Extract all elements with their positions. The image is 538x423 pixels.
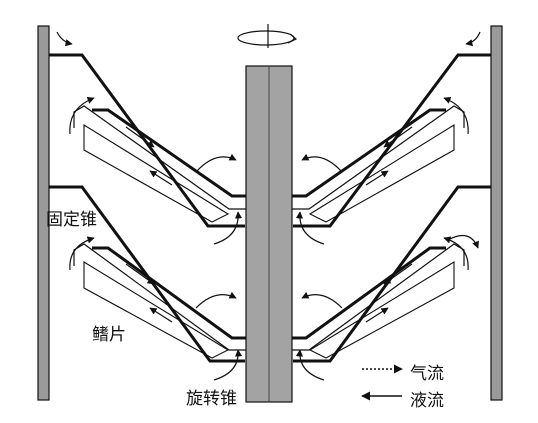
fin-upper-left <box>83 124 230 223</box>
label-fixed-cone: 固定锥 <box>46 210 97 230</box>
gas-flow-arrows <box>56 31 481 381</box>
rotation-arrow-icon <box>287 33 298 44</box>
legend-gas-label: 气流 <box>410 364 444 384</box>
fin-upper-right <box>308 124 455 223</box>
rotation-symbol <box>237 30 295 46</box>
rotating-cone-lower-right <box>292 243 465 351</box>
liquid-flow-arrows <box>125 126 413 323</box>
legend-liquid-label: 液流 <box>410 391 444 411</box>
label-fins: 鳍片 <box>92 325 126 345</box>
right-wall <box>490 25 503 401</box>
label-rotating-cone: 旋转锥 <box>186 389 237 409</box>
fin-lower-left <box>83 261 230 359</box>
rotating-cone-upper-right <box>292 105 465 210</box>
rotating-cone-lower-left <box>73 243 246 351</box>
rotating-cone-upper-left <box>73 105 246 210</box>
left-wall <box>37 25 50 401</box>
fins <box>83 124 455 359</box>
fin-lower-right <box>308 261 455 359</box>
fixed-cone-upper-right <box>293 53 491 228</box>
fixed-cone-upper-left <box>49 53 245 228</box>
